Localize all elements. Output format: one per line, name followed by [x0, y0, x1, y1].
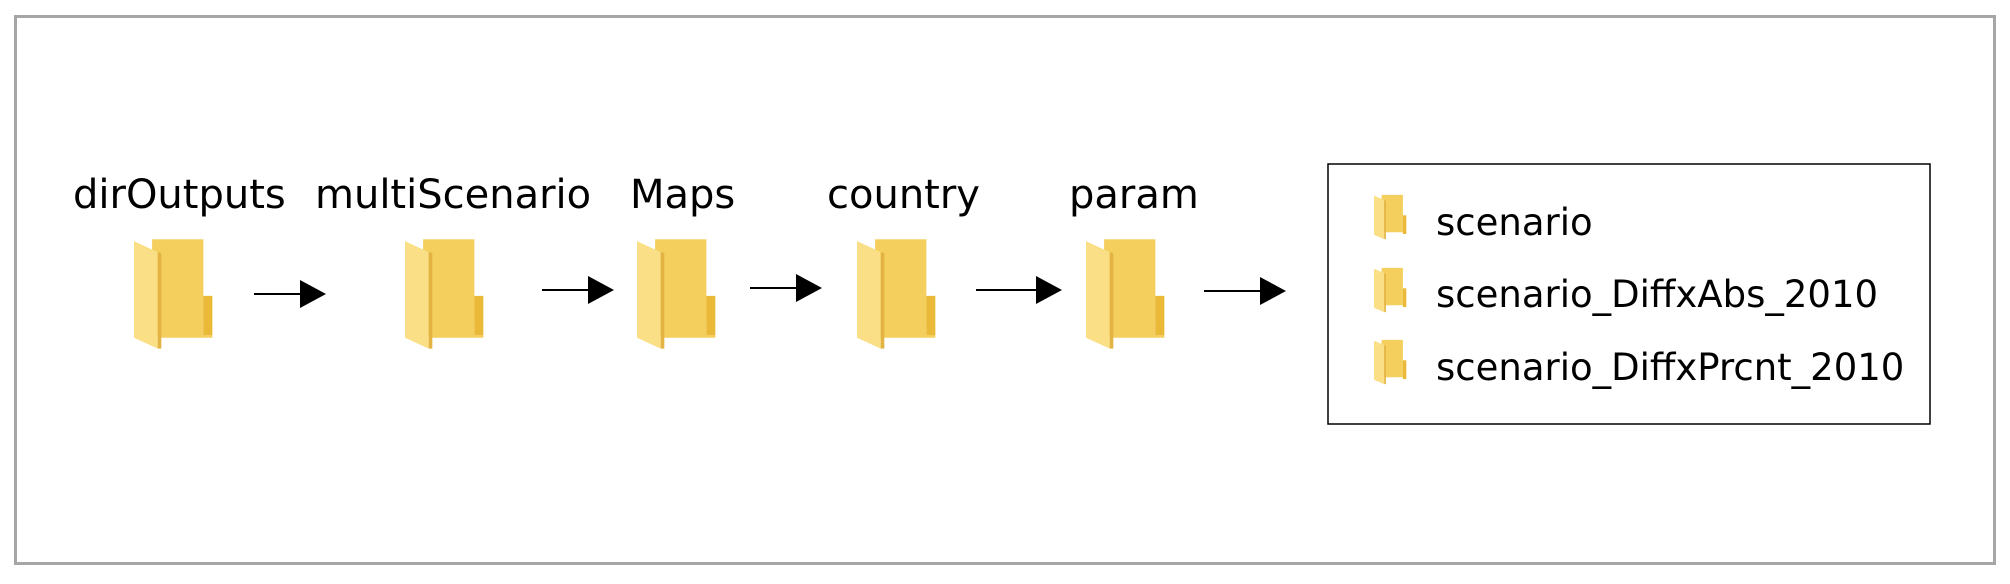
arrowhead-icon	[300, 280, 326, 308]
arrowhead-icon	[1260, 277, 1286, 305]
arrowhead-icon	[1036, 276, 1062, 304]
folder-icon	[637, 239, 716, 349]
arrowhead-icon	[796, 274, 822, 302]
folder-icon	[1086, 239, 1165, 349]
folder-label-diroutputs: dirOutputs	[73, 172, 286, 218]
folder-label-multiscenario: multiScenario	[315, 172, 591, 218]
results-box	[1327, 163, 1931, 425]
diagram-frame	[14, 15, 1996, 565]
folder-icon	[134, 239, 213, 349]
folder-label-maps: Maps	[630, 172, 735, 218]
folder-icon	[857, 239, 936, 349]
result-folder-diffxabs: scenario_DiffxAbs_2010	[1436, 273, 1878, 316]
arrowhead-icon	[588, 276, 614, 304]
folder-label-param: param	[1069, 172, 1199, 218]
folder-label-country: country	[827, 172, 980, 218]
folder-icon	[405, 239, 484, 349]
result-folder-diffxprcnt: scenario_DiffxPrcnt_2010	[1436, 346, 1904, 389]
result-folder-scenario: scenario	[1436, 201, 1593, 244]
